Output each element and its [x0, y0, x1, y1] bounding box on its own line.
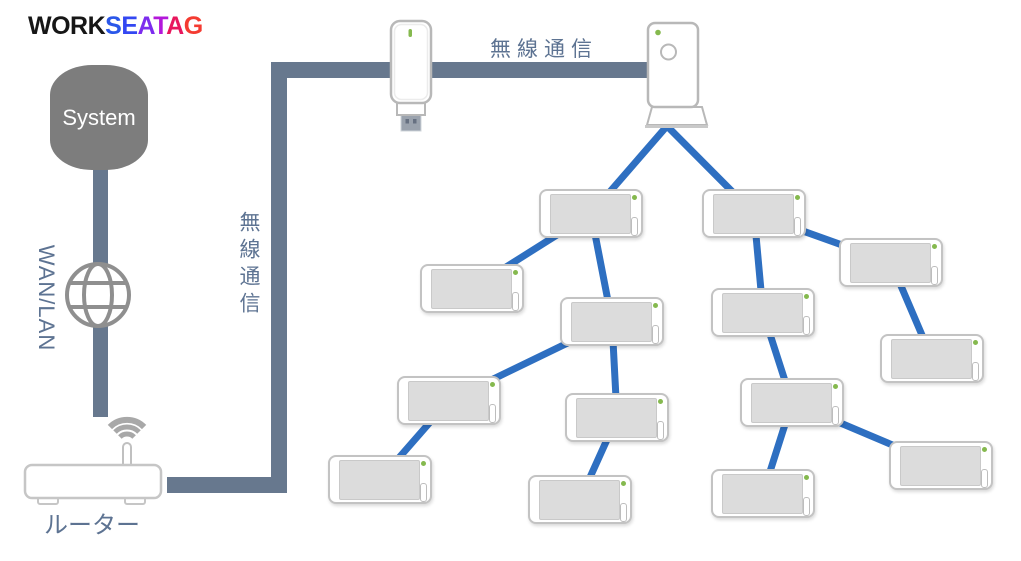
logo: WORKSEATAG	[28, 12, 203, 41]
phone-device-p13	[711, 469, 815, 518]
phone-side-button	[931, 266, 938, 285]
phone-led-indicator	[982, 447, 987, 452]
phone-led-indicator	[833, 384, 838, 389]
logo-letter: S	[105, 12, 122, 40]
phone-side-button	[420, 483, 427, 502]
phone-led-indicator	[621, 481, 626, 486]
wifi-icon	[107, 416, 147, 439]
router-trunk-horizontal	[167, 477, 287, 493]
router-body	[23, 463, 163, 500]
phone-device-p4	[420, 264, 524, 313]
phone-led-indicator	[804, 475, 809, 480]
logo-letter: E	[121, 12, 138, 40]
phone-device-p9	[740, 378, 844, 427]
router-label: ルーター	[44, 512, 140, 539]
base-station-body	[646, 21, 700, 109]
phone-led-indicator	[513, 270, 518, 275]
logo-text-seatag: SEATAG	[105, 12, 203, 40]
dongle-body	[389, 19, 433, 105]
wireless-label-top: 無線通信	[490, 38, 598, 61]
phone-led-indicator	[973, 340, 978, 345]
phone-led-indicator	[804, 294, 809, 299]
phone-device-p8	[397, 376, 501, 425]
dongle-body-inner-line	[393, 23, 429, 101]
phone-device-p3	[839, 238, 943, 287]
logo-text-work: WORK	[28, 12, 106, 40]
phone-screen	[900, 446, 981, 486]
phone-device-p10	[565, 393, 669, 442]
phone-led-indicator	[658, 399, 663, 404]
system-label: System	[62, 104, 136, 130]
phone-led-indicator	[490, 382, 495, 387]
phone-device-p1	[539, 189, 643, 238]
globe-icon	[65, 262, 131, 328]
phone-device-p6	[560, 297, 664, 346]
phone-screen	[713, 194, 794, 234]
phone-side-button	[803, 316, 810, 335]
phone-side-button	[794, 217, 801, 236]
base-station-stand	[645, 106, 709, 126]
wan-lan-label: WAN/LAN	[34, 244, 59, 352]
phone-screen	[751, 383, 832, 423]
base-station-baseplate	[645, 125, 708, 128]
base-station-led-indicator	[655, 29, 661, 36]
router-icon	[23, 416, 163, 505]
phone-device-p5	[711, 288, 815, 337]
base-station-button	[660, 43, 677, 61]
usb-plug-hole	[405, 119, 409, 124]
phone-led-indicator	[421, 461, 426, 466]
phone-side-button	[631, 217, 638, 236]
phone-side-button	[489, 404, 496, 423]
phone-side-button	[981, 469, 988, 488]
phone-led-indicator	[653, 303, 658, 308]
phone-screen	[339, 460, 420, 500]
phone-screen	[539, 480, 620, 520]
dongle-led-indicator	[408, 29, 412, 37]
usb-plug-hole	[413, 119, 417, 124]
wireless-trunk-top	[271, 62, 648, 78]
phone-screen	[891, 339, 972, 379]
phone-screen	[722, 293, 803, 333]
phone-screen	[571, 302, 652, 342]
phone-side-button	[832, 406, 839, 425]
phone-device-p12	[328, 455, 432, 504]
logo-letter: T	[153, 12, 167, 40]
logo-letter: A	[166, 12, 184, 40]
phone-device-p11	[889, 441, 993, 490]
phone-screen	[722, 474, 803, 514]
phone-side-button	[512, 292, 519, 311]
phone-screen	[850, 243, 931, 283]
phone-screen	[576, 398, 657, 438]
base-station-icon	[645, 21, 709, 128]
phone-screen	[550, 194, 631, 234]
phone-screen	[408, 381, 489, 421]
wireless-label-vertical: 無線通信	[237, 211, 260, 319]
phone-led-indicator	[795, 195, 800, 200]
phone-side-button	[803, 497, 810, 516]
usb-plug	[400, 113, 422, 132]
phone-side-button	[652, 325, 659, 344]
phone-device-p7	[880, 334, 984, 383]
wireless-trunk-vertical	[271, 62, 287, 493]
phone-side-button	[657, 421, 664, 440]
phone-device-p2	[702, 189, 806, 238]
logo-letter: A	[137, 12, 154, 40]
logo-letter: G	[183, 12, 203, 40]
phone-screen	[431, 269, 512, 309]
system-server: System	[50, 65, 148, 170]
usb-dongle-icon	[389, 19, 433, 132]
phone-side-button	[620, 503, 627, 522]
phone-side-button	[972, 362, 979, 381]
phone-led-indicator	[932, 244, 937, 249]
phone-device-p14	[528, 475, 632, 524]
phone-led-indicator	[632, 195, 637, 200]
